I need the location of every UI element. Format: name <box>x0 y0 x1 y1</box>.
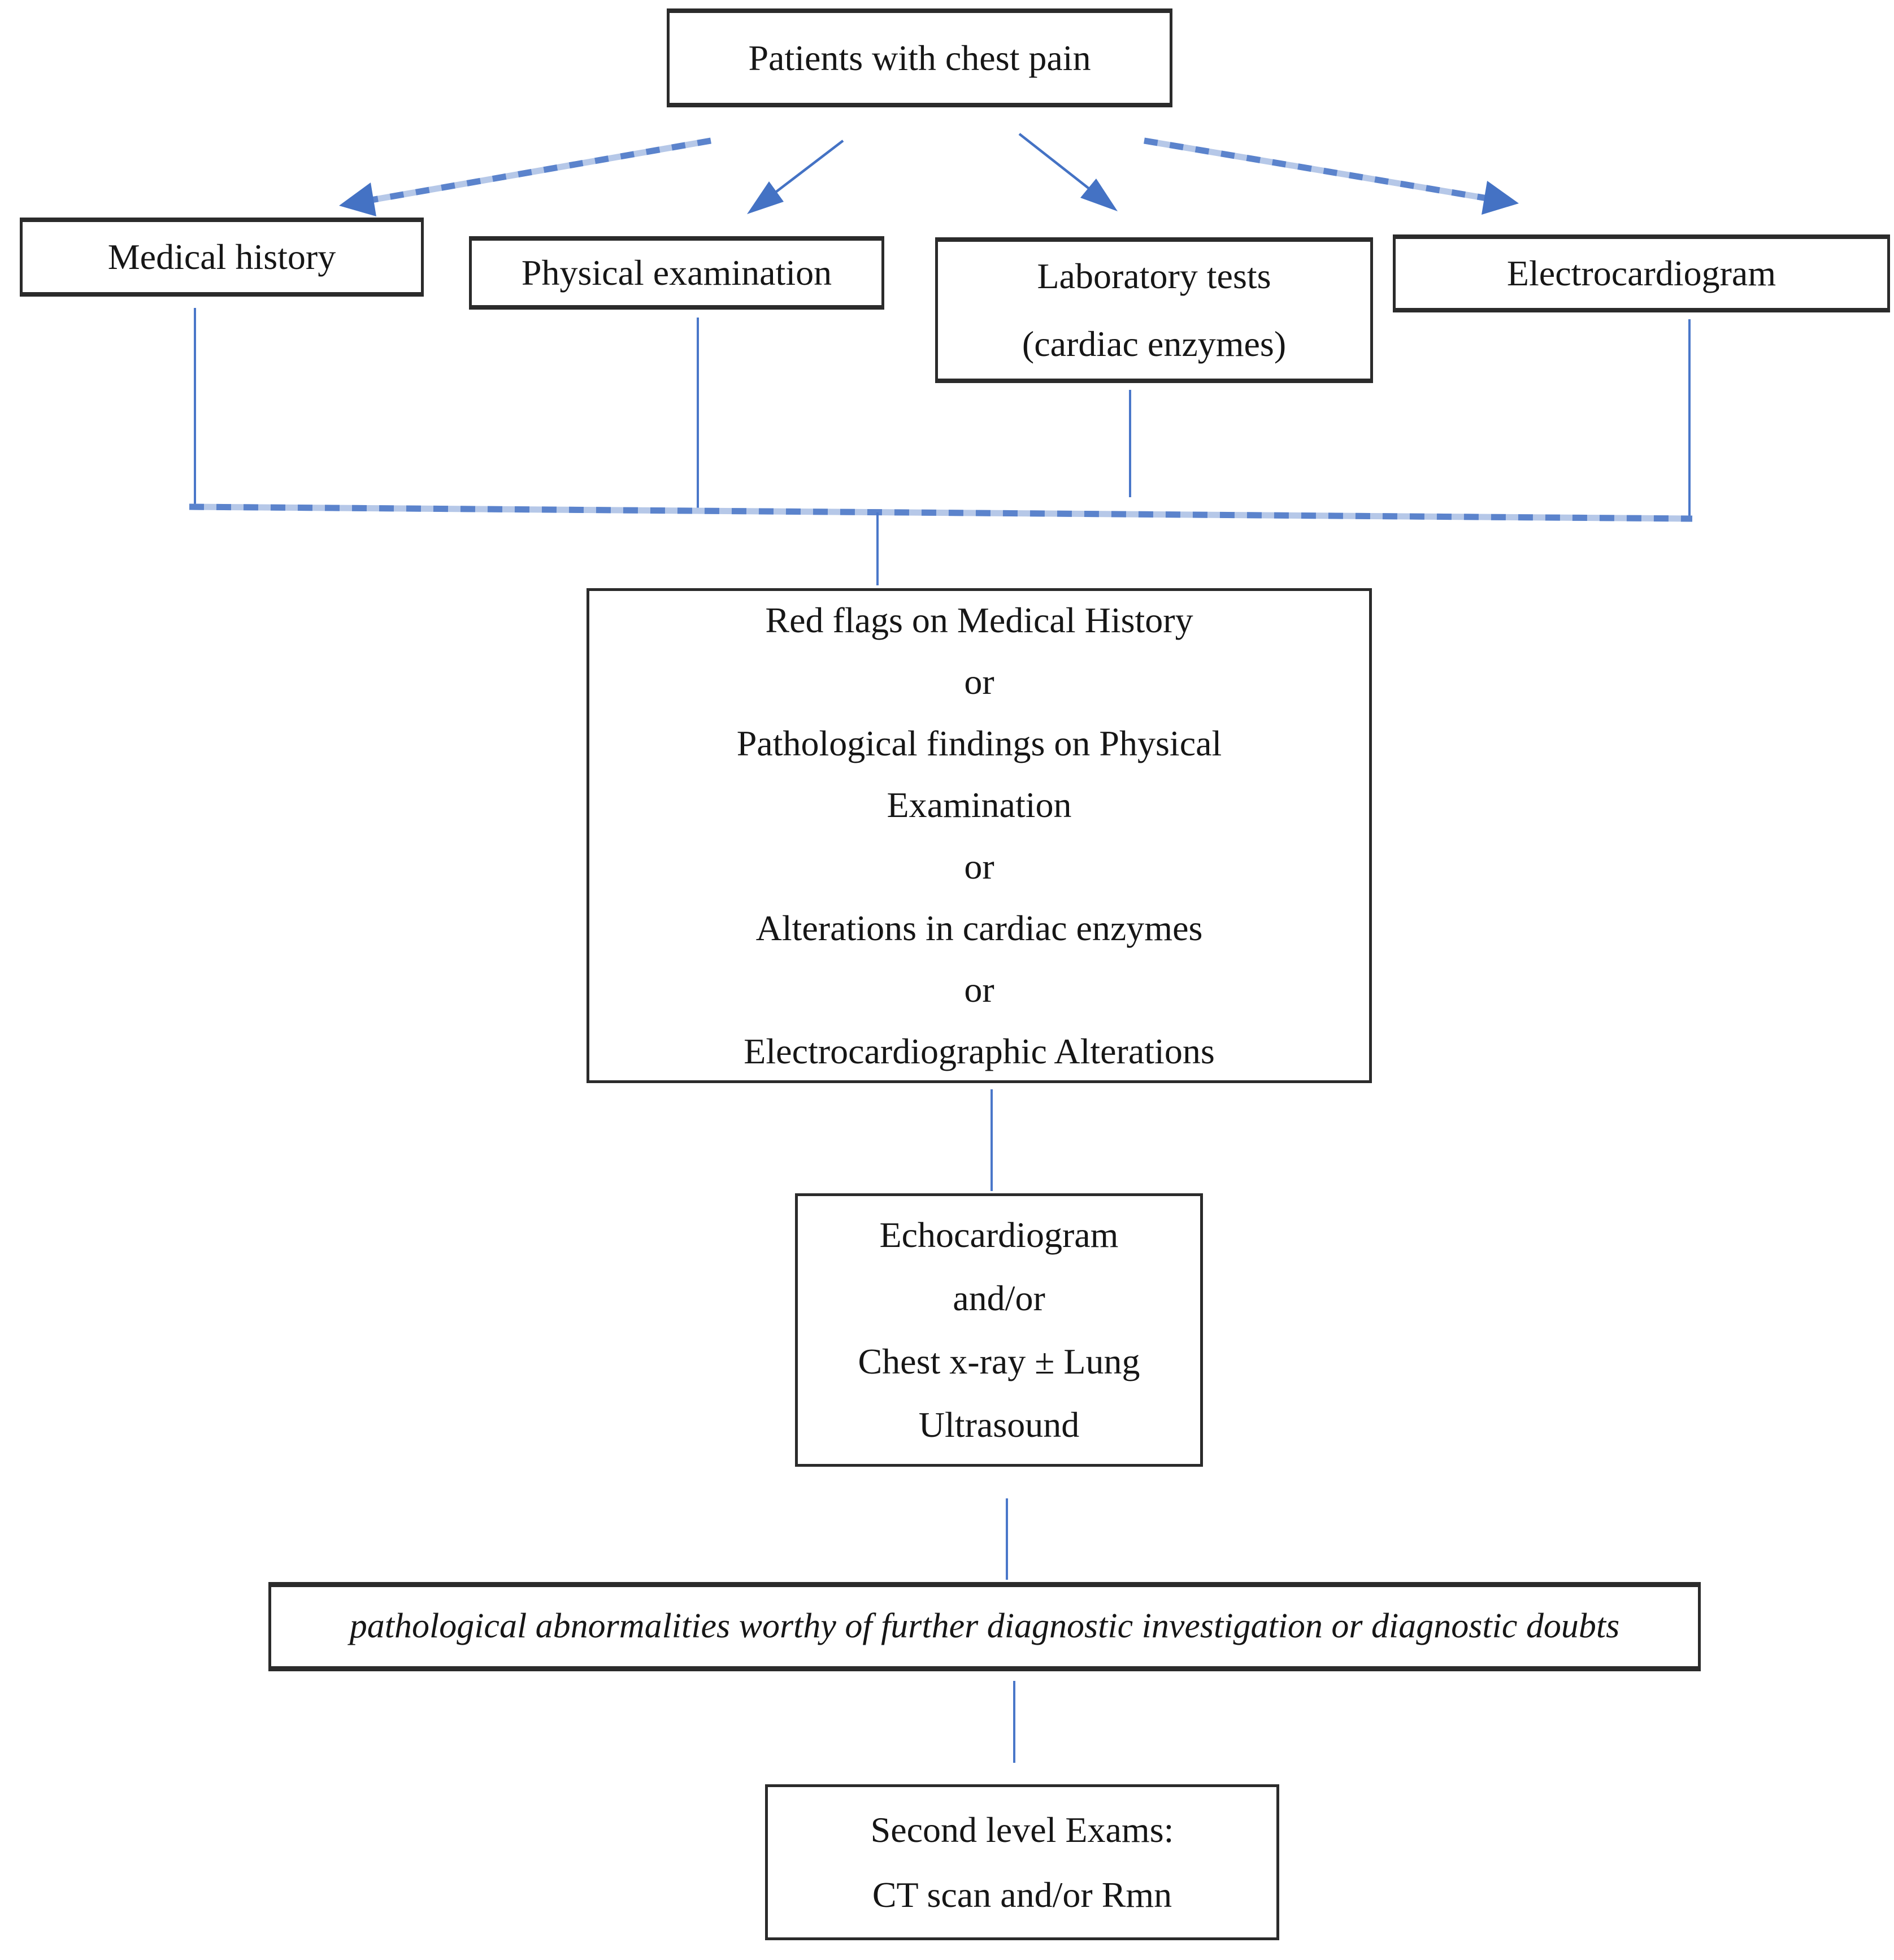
node-line: or <box>964 970 994 1010</box>
node-label: Medical history <box>107 237 336 277</box>
node-label: Laboratory tests <box>1037 256 1271 296</box>
node-line: Chest x-ray ± Lung <box>858 1341 1140 1381</box>
node-second-level-exams: Second level Exams: CT scan and/or Rmn <box>765 1784 1279 1940</box>
node-label: Electrocardiogram <box>1506 253 1776 294</box>
node-line: or <box>964 846 994 886</box>
node-medical-history: Medical history <box>20 218 424 297</box>
node-label: Patients with chest pain <box>748 37 1091 78</box>
node-patients-with-chest-pain: Patients with chest pain <box>667 8 1172 107</box>
node-line: and/or <box>953 1278 1045 1318</box>
node-line: Electrocardiographic Alterations <box>744 1031 1215 1071</box>
node-line: Second level Exams: <box>870 1810 1174 1850</box>
convergence-line-dash <box>189 503 1693 522</box>
node-label: (cardiac enzymes) <box>1022 324 1287 364</box>
node-label: pathological abnormalities worthy of fur… <box>349 1607 1620 1646</box>
node-line: Examination <box>887 785 1072 825</box>
node-physical-examination: Physical examination <box>469 236 884 310</box>
node-imaging: Echocardiogram and/or Chest x-ray ± Lung… <box>795 1193 1203 1467</box>
node-laboratory-tests: Laboratory tests (cardiac enzymes) <box>935 237 1373 383</box>
node-line: or <box>964 662 994 702</box>
node-line: Ultrasound <box>918 1405 1080 1445</box>
node-red-flags: Red flags on Medical History or Patholog… <box>587 588 1372 1083</box>
node-pathological-note: pathological abnormalities worthy of fur… <box>268 1582 1701 1671</box>
node-line: Echocardiogram <box>879 1215 1119 1255</box>
node-label: Physical examination <box>521 253 832 293</box>
arrow-line-to-medical-history-dash <box>361 137 711 205</box>
node-electrocardiogram: Electrocardiogram <box>1393 234 1890 312</box>
arrowhead-to-electrocardiogram <box>1482 181 1519 215</box>
node-line: Pathological findings on Physical <box>736 723 1222 763</box>
node-line: Red flags on Medical History <box>765 600 1193 640</box>
arrow-line-to-laboratory-tests <box>1018 133 1102 199</box>
arrowhead-to-laboratory-tests <box>1080 179 1118 211</box>
arrow-line-to-electrocardiogram-dash <box>1144 137 1498 203</box>
arrow-line-to-physical-examination <box>763 140 844 202</box>
arrowhead-to-medical-history <box>339 182 376 216</box>
arrowhead-to-physical-examination <box>747 181 784 214</box>
node-line: Alterations in cardiac enzymes <box>755 908 1203 948</box>
node-line: CT scan and/or Rmn <box>872 1875 1172 1915</box>
